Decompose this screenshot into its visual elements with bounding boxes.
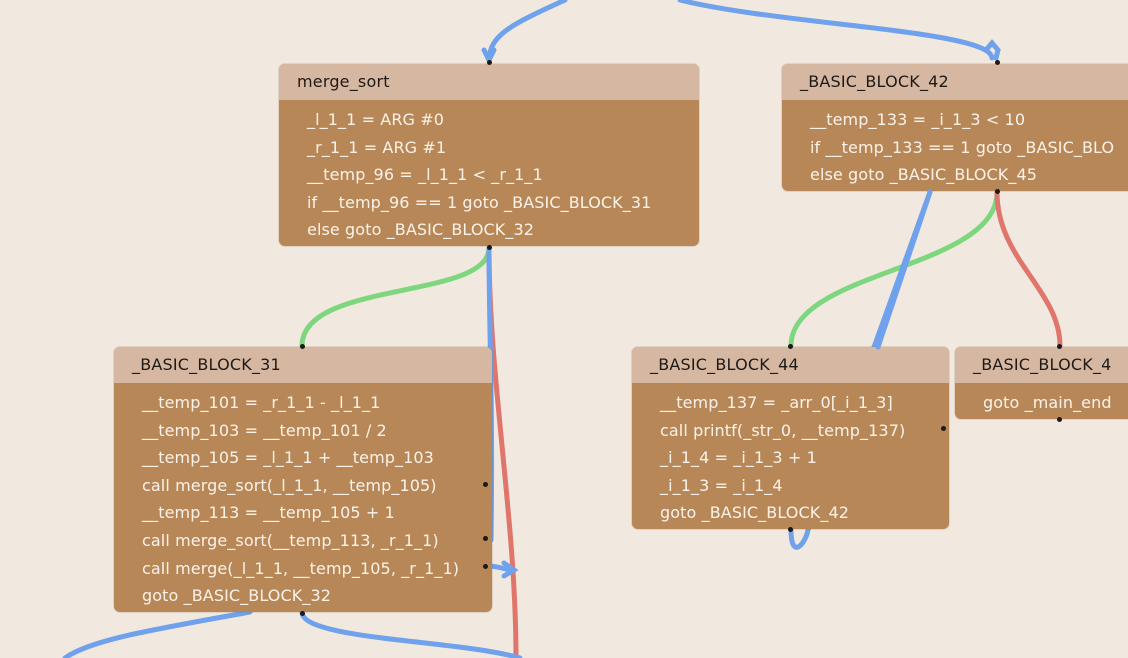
edge-merge-sort-to-block-31	[299, 245, 492, 349]
node-title: merge_sort	[279, 64, 699, 100]
code-line: if __temp_96 == 1 goto _BASIC_BLOCK_31	[307, 192, 652, 212]
port-block-45-in[interactable]	[1057, 344, 1062, 349]
port-block-42-in[interactable]	[995, 60, 1000, 65]
port-block-44-call[interactable]	[941, 426, 946, 431]
edge-block-42-to-block-44	[788, 189, 1000, 349]
code-line: call merge(_l_1_1, __temp_105, _r_1_1)	[142, 558, 460, 578]
code-line: _i_1_3 = _i_1_4	[660, 475, 783, 495]
code-line: _i_1_4 = _i_1_3 + 1	[660, 448, 817, 468]
arrowhead-block-42	[983, 39, 1001, 61]
port-block-44-out[interactable]	[788, 527, 793, 532]
node-code: __temp_133 = _i_1_3 < 10 if __temp_133 =…	[782, 100, 1128, 189]
port-block-31-call-3[interactable]	[483, 564, 488, 569]
node-code: __temp_101 = _r_1_1 - _l_1_1 __temp_103 …	[114, 383, 492, 610]
node-title: _BASIC_BLOCK_42	[782, 64, 1128, 100]
code-line: if __temp_133 == 1 goto _BASIC_BLO	[810, 137, 1115, 157]
port-block-31-call-1[interactable]	[483, 482, 488, 487]
port-block-31-in[interactable]	[300, 344, 305, 349]
arrowhead-call-merge	[501, 560, 519, 579]
code-line: __temp_133 = _i_1_3 < 10	[810, 110, 1026, 129]
port-merge-sort-out[interactable]	[487, 245, 492, 250]
code-line: call merge_sort(_l_1_1, __temp_105)	[142, 475, 437, 495]
edge-incoming-merge-sort	[486, 0, 568, 63]
node-code: _l_1_1 = ARG #0 _r_1_1 = ARG #1 __temp_9…	[279, 100, 699, 244]
code-line: __temp_96 = _l_1_1 < _r_1_1	[307, 165, 543, 185]
code-line: _l_1_1 = ARG #0	[307, 110, 445, 129]
node-merge-sort[interactable]: merge_sort _l_1_1 = ARG #0 _r_1_1 = ARG …	[279, 64, 699, 246]
code-line: goto _main_end	[983, 393, 1112, 412]
code-line: else goto _BASIC_BLOCK_32	[307, 220, 535, 240]
code-line: __temp_101 = _r_1_1 - _l_1_1	[142, 393, 381, 412]
node-code: __temp_137 = _arr_0[_i_1_3] call printf(…	[632, 383, 949, 527]
edge-block-44-back-to-block-42	[788, 189, 933, 550]
code-line: __temp_105 = _l_1_1 + __temp_103	[142, 448, 434, 468]
node-basic-block-44[interactable]: _BASIC_BLOCK_44 __temp_137 = _arr_0[_i_1…	[632, 347, 949, 529]
code-line: __temp_113 = __temp_105 + 1	[142, 503, 395, 523]
code-line: else goto _BASIC_BLOCK_45	[810, 165, 1038, 185]
edge-incoming-block-42	[677, 0, 995, 61]
node-title: _BASIC_BLOCK_4	[955, 347, 1128, 383]
code-line: __temp_103 = __temp_101 / 2	[142, 420, 387, 440]
code-line: call printf(_str_0, __temp_137)	[660, 420, 906, 440]
node-title: _BASIC_BLOCK_31	[114, 347, 492, 383]
port-block-31-call-2[interactable]	[483, 536, 488, 541]
port-block-31-out[interactable]	[300, 611, 305, 616]
code-line: goto _BASIC_BLOCK_32	[142, 586, 331, 606]
code-line: __temp_137 = _arr_0[_i_1_3]	[660, 393, 893, 412]
edge-block-31-out-right	[299, 609, 523, 658]
node-code: goto _main_end	[955, 383, 1128, 417]
port-merge-sort-in[interactable]	[487, 60, 492, 65]
node-basic-block-42[interactable]: _BASIC_BLOCK_42 __temp_133 = _i_1_3 < 10…	[782, 64, 1128, 191]
code-line: goto _BASIC_BLOCK_42	[660, 503, 849, 523]
node-basic-block-45[interactable]: _BASIC_BLOCK_4 goto _main_end	[955, 347, 1128, 419]
port-block-42-out[interactable]	[995, 189, 1000, 194]
edge-block-42-to-block-45	[994, 189, 1063, 349]
code-line: call merge_sort(__temp_113, _r_1_1)	[142, 530, 439, 550]
port-block-44-in[interactable]	[788, 344, 793, 349]
code-line: _r_1_1 = ARG #1	[307, 137, 447, 157]
node-basic-block-31[interactable]: _BASIC_BLOCK_31 __temp_101 = _r_1_1 - _l…	[114, 347, 492, 612]
node-title: _BASIC_BLOCK_44	[632, 347, 949, 383]
edge-block-31-out-left	[62, 609, 253, 658]
port-block-45-out[interactable]	[1057, 417, 1062, 422]
